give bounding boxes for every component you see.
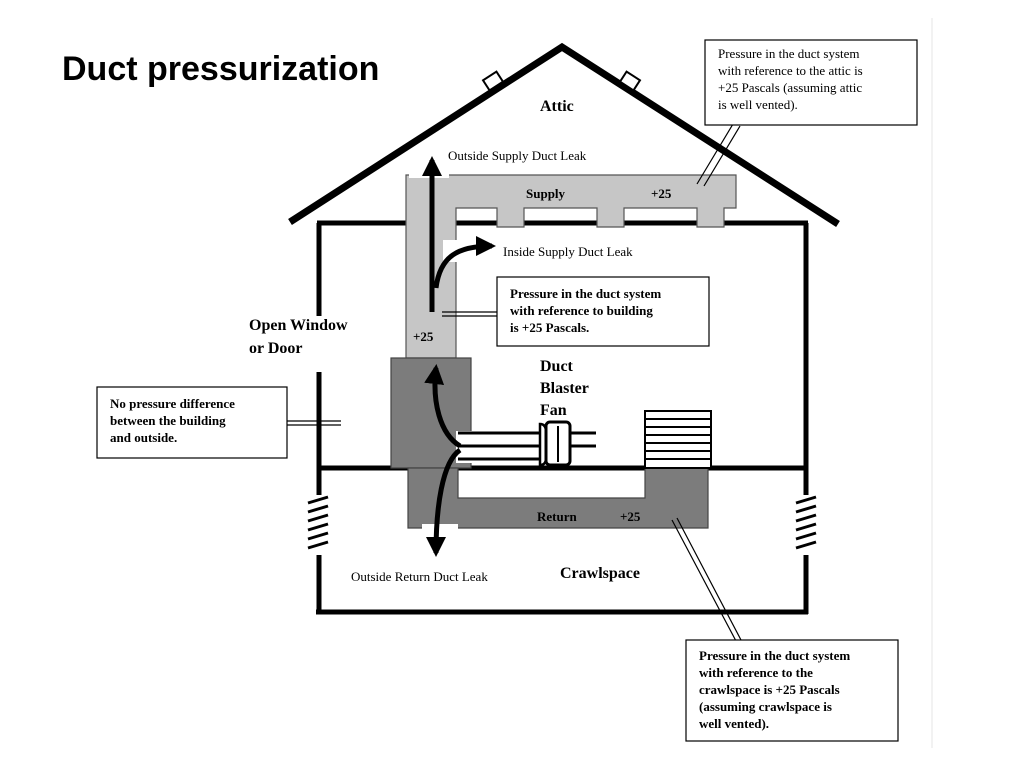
attic-label: Attic [540, 98, 574, 115]
fan-label: Blaster [540, 380, 589, 397]
crawlspace-vent-right [795, 495, 817, 550]
riser-pressure-label: +25 [413, 329, 434, 344]
callout-crawlspace: Pressure in the duct system with referen… [685, 639, 899, 742]
callout-building-line: Pressure in the duct system [510, 286, 661, 301]
return-grille [644, 410, 712, 469]
return-label: Return [537, 509, 577, 524]
slide-title: Duct pressurization [62, 50, 380, 88]
callout-crawlspace-line: with reference to the [699, 665, 813, 680]
crawlspace-label: Crawlspace [560, 565, 640, 582]
callout-attic-line: Pressure in the duct system [718, 46, 860, 61]
airflow-arrows [422, 156, 496, 557]
fan-label: Fan [540, 402, 567, 419]
callout-attic: Pressure in the duct system with referen… [704, 39, 918, 126]
callout-outside-line: between the building [110, 413, 226, 428]
callout-attic-line: +25 Pascals (assuming attic [718, 80, 862, 95]
return-leak-gap [422, 524, 458, 531]
outside-return-leak-label: Outside Return Duct Leak [351, 569, 488, 584]
supply-pressure-label: +25 [651, 186, 672, 201]
inside-leak-gap [443, 240, 459, 262]
outside-supply-leak-label: Outside Supply Duct Leak [448, 148, 587, 163]
open-window-label: Open Window [249, 317, 348, 334]
callout-building-line: with reference to building [510, 303, 653, 318]
callout-outside: No pressure difference between the build… [96, 386, 288, 459]
supply-label: Supply [526, 186, 566, 201]
callout-building: Pressure in the duct system with referen… [496, 276, 710, 347]
callout-crawlspace-line: Pressure in the duct system [699, 648, 850, 663]
callout-outside-line: No pressure difference [110, 396, 235, 411]
callout-building-line: is +25 Pascals. [510, 320, 589, 335]
callout-attic-line: with reference to the attic is [718, 63, 863, 78]
roof-vent-left [481, 70, 505, 92]
open-window-label: or Door [249, 340, 302, 357]
fan-supply-arrow [424, 364, 462, 449]
callout-outside-line: and outside. [110, 430, 177, 445]
inside-supply-leak-label: Inside Supply Duct Leak [503, 244, 633, 259]
inside-supply-leak-arrow [433, 236, 496, 289]
roof-vent-right [618, 70, 642, 92]
callout-leaders [287, 123, 742, 642]
callout-crawlspace-line: (assuming crawlspace is [699, 699, 832, 714]
crawlspace-vent-left [307, 495, 329, 550]
callout-crawlspace-line: crawlspace is +25 Pascals [699, 682, 840, 697]
callout-attic-line: is well vented). [718, 97, 798, 112]
supply-leak-gap [409, 172, 449, 178]
return-pressure-label: +25 [620, 509, 641, 524]
fan-label: Duct [540, 358, 574, 375]
roof [288, 42, 840, 227]
outside-return-leak-arrow [426, 447, 462, 557]
duct-blaster-fan [456, 420, 596, 467]
callout-crawlspace-line: well vented). [699, 716, 769, 731]
